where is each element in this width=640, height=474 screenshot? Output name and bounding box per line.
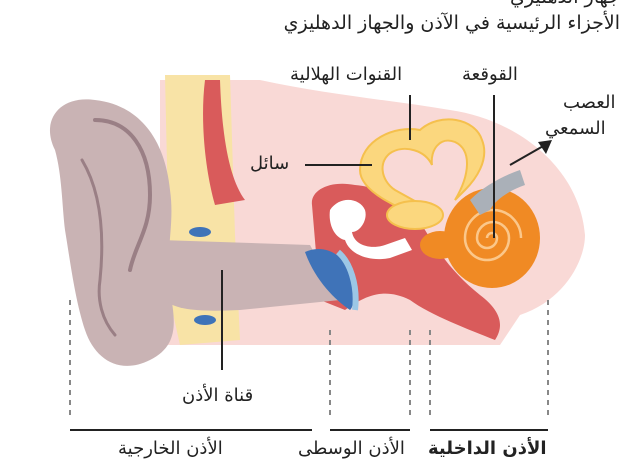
semicircular-canals [358,118,486,227]
cartilage-spot [189,227,211,237]
eardrum-edge [335,249,359,311]
ear-canal [160,240,340,311]
pinna-fold [93,118,153,272]
cochlea-label: القوقعة [462,64,518,85]
outer-ear-label: الأذن الخارجية [118,438,223,459]
auditory-nerve-label-1: العصب [563,92,616,113]
outer-ear-pinna [49,99,174,366]
title-partial: جهاز الدهليزي [510,0,620,8]
vestibule [386,200,444,230]
nerve-arrow-shaft [509,144,546,166]
cochlea-base [420,231,460,259]
inner-ear-label: الأذن الداخلية [428,438,547,459]
semicircular-canals-label: القنوات الهلالية [290,64,403,85]
ear-canal-label: قناة الأذن [182,385,254,406]
subtitle: الأجزاء الرئيسية في الآذن والجهاز الدهلي… [283,12,620,34]
auditory-nerve-shape [470,170,525,215]
fluid-label: سائل [250,153,290,174]
auditory-nerve-label-2: السمعي [545,118,606,139]
cochlea [444,188,540,288]
nerve-arrow-head [538,140,552,154]
eardrum [305,249,354,310]
pinna-inner-fold [80,158,117,337]
tissue-strip [203,80,245,205]
cartilage-spot [194,315,216,325]
middle-ear-label: الأذن الوسطى [298,438,405,459]
ossicles [329,199,412,260]
